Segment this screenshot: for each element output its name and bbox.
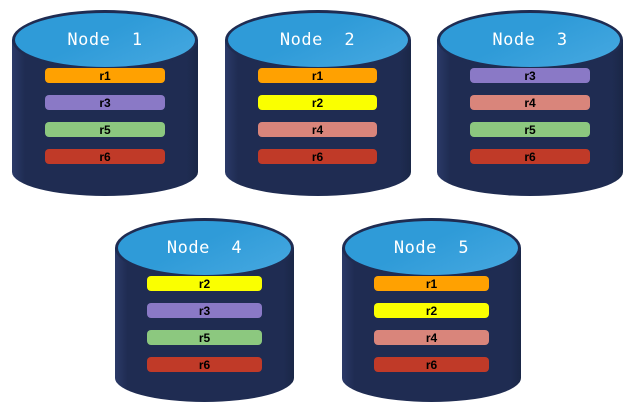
replica-bar: r4 — [257, 122, 378, 137]
replica-bar: r2 — [257, 95, 378, 110]
node-title: Node 2 — [279, 30, 356, 50]
replica-bar: r3 — [45, 95, 165, 110]
replica-bar: r6 — [257, 149, 378, 164]
replica-bar: r2 — [374, 303, 489, 318]
replica-label: r6 — [425, 357, 438, 372]
replica-list: r1 r2 r4 r6 — [225, 68, 411, 176]
replica-bar: r6 — [147, 357, 262, 372]
db-node: Node 5 r1 r2 r4 r6 — [342, 216, 521, 402]
replica-label: r1 — [311, 68, 324, 83]
replica-label: r5 — [198, 330, 211, 345]
replica-label: r2 — [198, 276, 211, 291]
db-node: Node 1 r1 r3 r5 r6 — [12, 8, 198, 196]
replica-bar: r6 — [374, 357, 489, 372]
replica-label: r1 — [425, 276, 438, 291]
replica-list: r1 r3 r5 r6 — [12, 68, 198, 176]
node-title: Node 5 — [393, 238, 470, 258]
replica-bar: r5 — [147, 330, 262, 345]
replica-label: r6 — [198, 357, 211, 372]
cylinder-top: Node 4 — [115, 218, 294, 278]
replica-bar: r4 — [470, 95, 590, 110]
replica-label: r1 — [99, 68, 111, 83]
node-row: Node 4 r2 r3 r5 r6 Node 5 r1 r2 r4 r6 — [0, 216, 636, 402]
db-node: Node 4 r2 r3 r5 r6 — [115, 216, 294, 402]
replica-bar: r3 — [147, 303, 262, 318]
replica-label: r6 — [524, 149, 536, 164]
replica-bar: r5 — [45, 122, 165, 137]
replica-bar: r1 — [257, 68, 378, 83]
replica-label: r4 — [425, 330, 438, 345]
replica-bar: r5 — [470, 122, 590, 137]
replica-bar: r3 — [470, 68, 590, 83]
replica-label: r5 — [524, 122, 536, 137]
replica-list: r3 r4 r5 r6 — [437, 68, 623, 176]
replica-label: r3 — [99, 95, 111, 110]
node-title: Node 3 — [492, 30, 568, 50]
replica-bar: r1 — [374, 276, 489, 291]
db-node: Node 3 r3 r4 r5 r6 — [437, 8, 623, 196]
db-node: Node 2 r1 r2 r4 r6 — [224, 8, 411, 196]
replica-label: r2 — [311, 95, 324, 110]
replica-bar: r1 — [45, 68, 165, 83]
node-title: Node 1 — [67, 30, 143, 50]
cylinder-top: Node 3 — [437, 10, 623, 70]
replica-label: r6 — [99, 149, 111, 164]
node-title: Node 4 — [166, 238, 243, 258]
replica-label: r4 — [311, 122, 324, 137]
cylinder-top: Node 1 — [12, 10, 198, 70]
replica-label: r5 — [99, 122, 111, 137]
replica-bar: r2 — [147, 276, 262, 291]
replica-label: r3 — [198, 303, 211, 318]
replica-bar: r4 — [374, 330, 489, 345]
replica-label: r6 — [311, 149, 324, 164]
replica-list: r2 r3 r5 r6 — [115, 276, 294, 384]
replica-label: r3 — [524, 68, 536, 83]
replica-list: r1 r2 r4 r6 — [342, 276, 521, 384]
cylinder-top: Node 2 — [224, 10, 411, 70]
cylinder-top: Node 5 — [342, 218, 521, 278]
replica-label: r2 — [425, 303, 438, 318]
replica-bar: r6 — [45, 149, 165, 164]
node-row: Node 1 r1 r3 r5 r6 Node 2 r1 r2 r4 r6 No… — [12, 8, 623, 196]
replica-label: r4 — [524, 95, 536, 110]
replica-bar: r6 — [470, 149, 590, 164]
